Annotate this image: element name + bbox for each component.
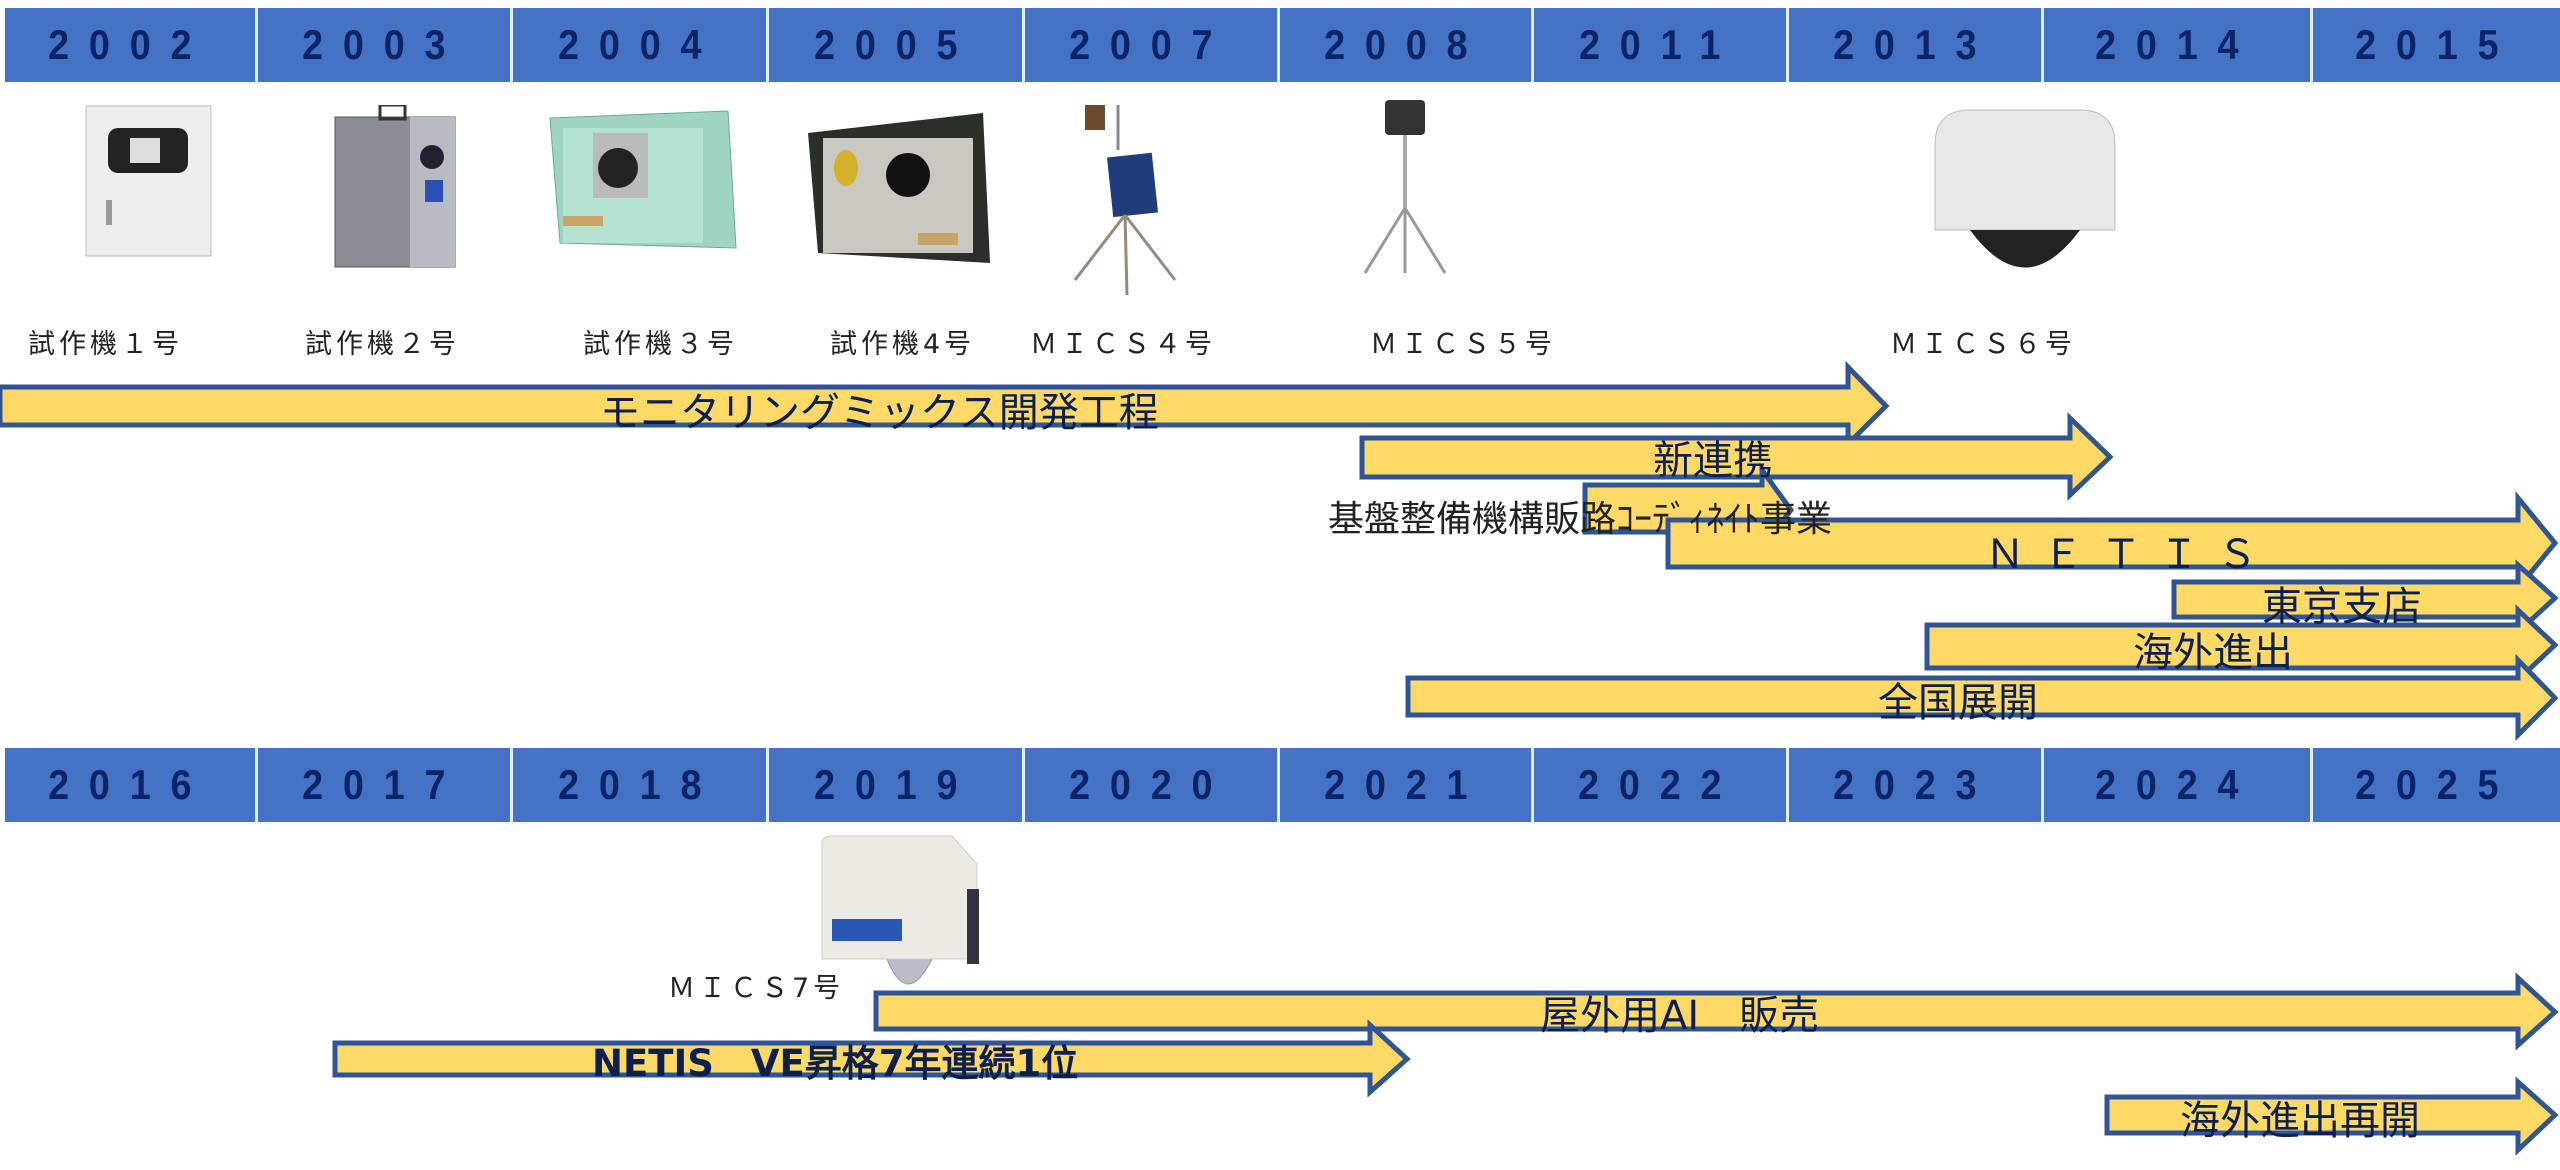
year-label: 2022 (1578, 761, 1742, 808)
arrow-label-outdoor-ai: 屋外用AI 販売 (1540, 993, 1820, 1039)
year-cell: 2024 (2044, 748, 2313, 822)
arrow-label-overseas-resume: 海外進出再開 (2180, 1098, 2420, 1144)
year-cell: 2022 (1534, 748, 1789, 822)
year-label: 2025 (2354, 761, 2519, 808)
arrow-label-overseas: 海外進出 (2133, 630, 2293, 676)
product-label: 試作機4号 (830, 329, 976, 360)
mics-5-image (1363, 100, 1447, 274)
year-label: 2018 (557, 761, 722, 808)
year-cell: 2007 (1025, 8, 1280, 82)
product-label: ＭＩＣＳ５号 (1370, 329, 1556, 360)
mics-6-image (1934, 109, 2116, 268)
product-label: 試作機３号 (583, 329, 738, 360)
year-label: 2017 (302, 761, 466, 808)
year-label: 2014 (2095, 21, 2259, 68)
year-label: 2016 (48, 761, 212, 808)
year-cell: 2015 (2313, 8, 2560, 82)
arrow-overseas (1924, 604, 2559, 686)
year-cell: 2002 (5, 8, 258, 82)
arrow-outdoor-ai (873, 972, 2559, 1051)
prototype-4-image (808, 113, 990, 263)
year-label: 2005 (813, 21, 978, 68)
mics-7-image (821, 835, 979, 985)
year-cell: 2016 (5, 748, 258, 822)
year-label: 2013 (1833, 21, 1997, 68)
year-cell: 2020 (1025, 748, 1280, 822)
year-label: 2020 (1069, 761, 1233, 808)
arrow-label-development: モニタリングミックス開発工程 (600, 390, 1159, 436)
mics-4-image (1073, 105, 1177, 295)
year-label: 2019 (813, 761, 978, 808)
year-cell: 2017 (258, 748, 513, 822)
year-label: 2002 (48, 21, 212, 68)
arrow-nationwide (1405, 653, 2559, 742)
arrow-new-partnership (1359, 412, 2114, 501)
arrow-label-netis: ＮＥＴＩＳ (1985, 532, 2275, 578)
product-label: ＭＩＣＳ４号 (1030, 329, 1216, 360)
year-cell: 2025 (2313, 748, 2560, 822)
arrow-label-tokyo-branch: 東京支店 (2262, 584, 2422, 630)
year-label: 2021 (1323, 761, 1488, 808)
year-label: 2024 (2095, 761, 2259, 808)
year-cell: 2013 (1789, 8, 2044, 82)
year-label: 2011 (1579, 21, 1741, 68)
arrow-label-netis-ve: NETIS VE昇格7年連続1位 (592, 1042, 1079, 1085)
product-label: 試作機２号 (305, 329, 460, 360)
year-label: 2007 (1069, 21, 1233, 68)
year-cell: 2003 (258, 8, 513, 82)
product-label: ＭＩＣＳ６号 (1890, 329, 2076, 360)
prototype-2-image (334, 105, 456, 268)
prototype-1-image (85, 105, 212, 257)
year-cell: 2005 (769, 8, 1025, 82)
arrow-overseas-resume (2104, 1076, 2559, 1156)
arrow-netis-ve (332, 1019, 1411, 1098)
year-cell: 2011 (1534, 8, 1789, 82)
arrow-tokyo-branch (2171, 559, 2559, 638)
product-label: ＭＩＣＳ7号 (668, 973, 845, 1004)
arrow-label-new-partnership: 新連携 (1653, 438, 1773, 484)
year-cell: 2019 (769, 748, 1025, 822)
arrow-development (0, 360, 1890, 451)
year-label: 2008 (1323, 21, 1488, 68)
year-cell: 2023 (1789, 748, 2044, 822)
year-cell: 2014 (2044, 8, 2313, 82)
year-cell: 2021 (1280, 748, 1534, 822)
arrow-label-infra-org: 基盤整備機構販路ｺｰﾃﾞｨﾈｲﾄ事業 (1328, 499, 1833, 540)
prototype-3-image (549, 110, 737, 249)
year-cell: 2018 (513, 748, 769, 822)
product-label: 試作機１号 (28, 329, 183, 360)
year-label: 2004 (557, 21, 722, 68)
year-label: 2003 (302, 21, 466, 68)
year-label: 2015 (2354, 21, 2519, 68)
year-cell: 2004 (513, 8, 769, 82)
arrow-label-nationwide: 全国展開 (1878, 680, 2038, 726)
arrow-netis (1665, 491, 2559, 595)
year-label: 2023 (1833, 761, 1997, 808)
year-cell: 2008 (1280, 8, 1534, 82)
